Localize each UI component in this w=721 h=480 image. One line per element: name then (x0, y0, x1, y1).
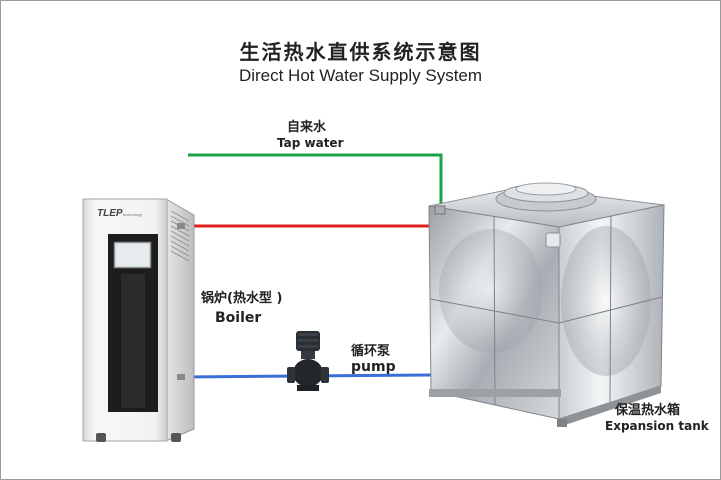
title-chinese: 生活热水直供系统示意图 (239, 40, 482, 64)
pump-label-en: pump (351, 359, 396, 375)
title-english: Direct Hot Water Supply System (238, 66, 483, 85)
tap-water-label-en: Tap water (277, 136, 344, 150)
expansion-tank (428, 182, 665, 427)
tank-label-en: Expansion tank (605, 419, 709, 433)
boiler-label-en: Boiler (215, 310, 262, 326)
tap-water-pipe (188, 153, 443, 206)
brand-subtext: technology (123, 212, 142, 217)
tank-label-cn: 保温热水箱 (615, 403, 681, 418)
circulation-pump (287, 331, 329, 391)
boiler-label-cn: 锅炉(热水型 ) (201, 291, 283, 306)
brand-logo: TLEP (97, 208, 123, 219)
tap-water-label-cn: 自来水 (287, 120, 327, 135)
pump-label-cn: 循环泵 (351, 344, 391, 359)
boiler-unit (82, 198, 195, 442)
